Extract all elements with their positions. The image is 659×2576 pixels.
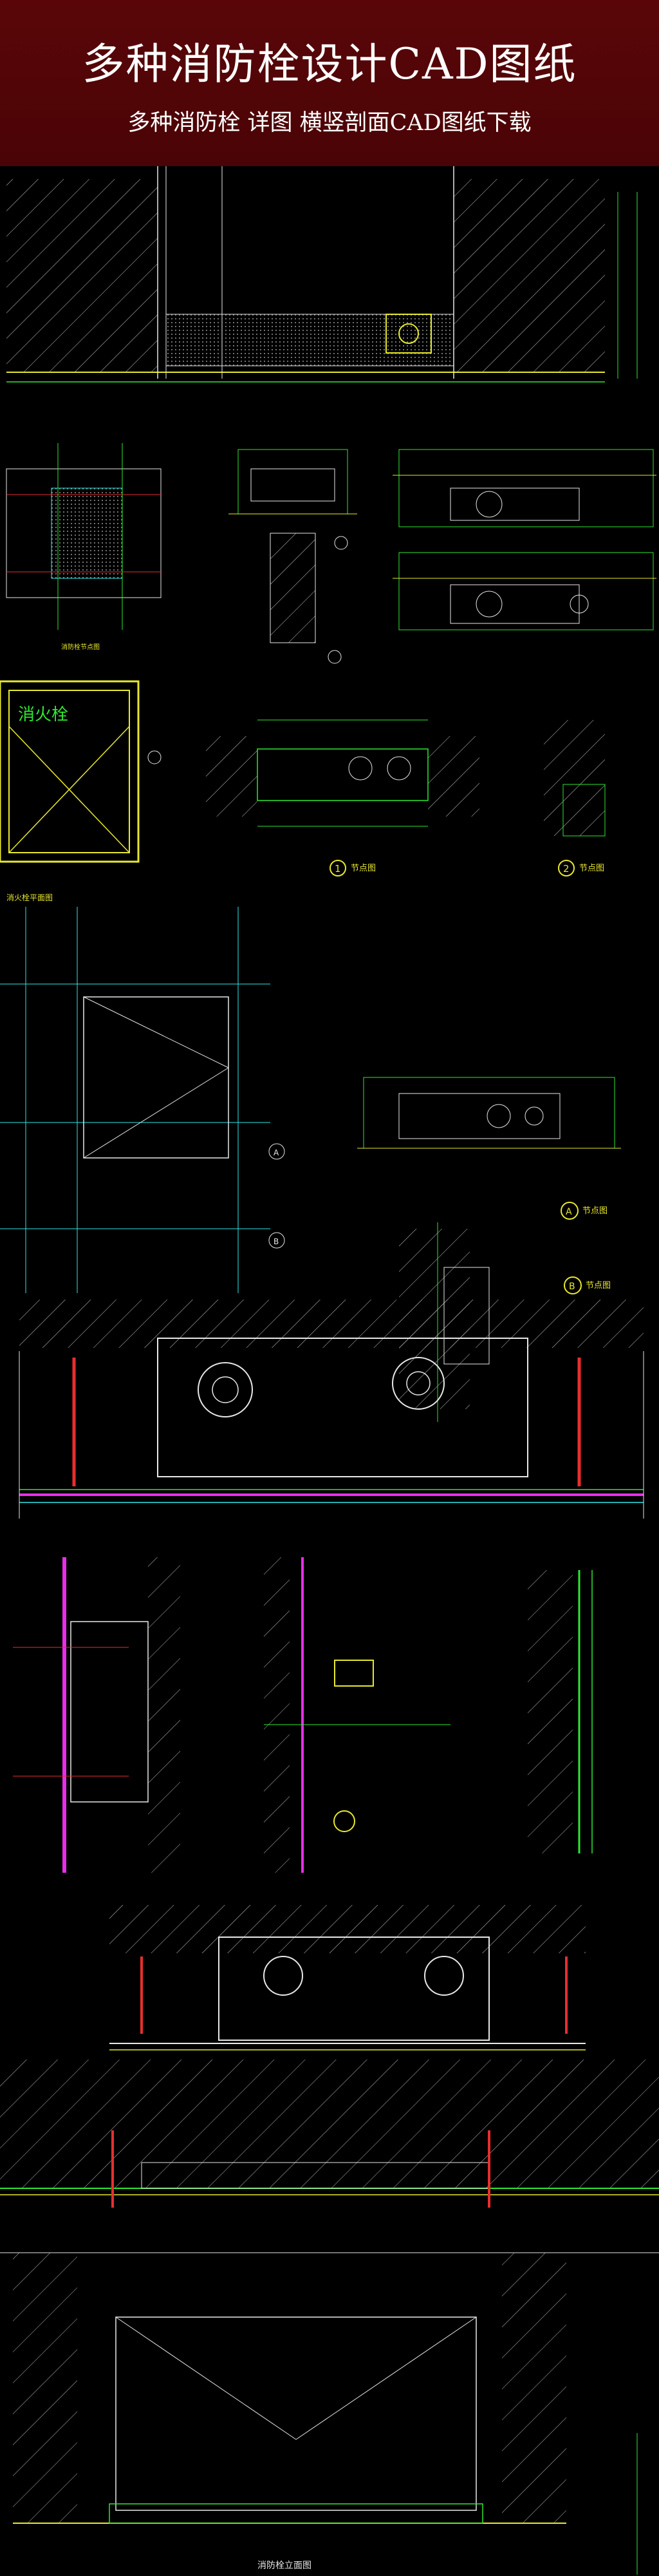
node-caption-b: 节点图 xyxy=(586,1281,611,1291)
vertical-note: 以工地尺寸为准 xyxy=(634,231,659,321)
mark-a-node: A xyxy=(566,1207,572,1217)
mark-b-node: B xyxy=(569,1282,575,1292)
section-horizontal-detail: B 节点图 xyxy=(19,1276,644,1519)
plan-caption: 消火栓平面图 xyxy=(6,893,53,902)
section-lower-horizontal xyxy=(0,2060,659,2253)
node-caption-1: 节点图 xyxy=(351,864,376,873)
section-hydrant-elevation: 消火栓 1 节点图 2 节点图 xyxy=(0,680,606,876)
mark-a-plan: A xyxy=(274,1148,279,1157)
section-vertical-details xyxy=(13,1557,593,1873)
mark-a-small xyxy=(334,536,348,550)
bottom-caption: 消防栓立面图 xyxy=(257,2561,311,2571)
page-title: 多种消防栓设计CAD图纸 xyxy=(82,39,577,89)
mark-1: 1 xyxy=(335,863,341,875)
page-subtitle: 多种消防栓 详图 横竖剖面CAD图纸下载 xyxy=(127,110,532,136)
cad-drawing-canvas: 以工地尺寸为准 消防栓节点图 消火栓 xyxy=(0,166,659,2575)
mark-b-plan: B xyxy=(274,1237,279,1246)
mark-2: 2 xyxy=(563,863,570,875)
section-mid-horizontal xyxy=(109,1905,586,2050)
hydrant-box-text: 消火栓 xyxy=(18,705,68,724)
section-bottom-elevation: 消防栓立面图 xyxy=(13,2253,638,2575)
node-caption-2: 节点图 xyxy=(579,864,604,873)
node-caption-a: 节点图 xyxy=(582,1206,608,1216)
small-caption: 消防栓节点图 xyxy=(61,643,100,651)
section-top-detail: 以工地尺寸为准 xyxy=(6,166,659,383)
section-small-details: 消防栓节点图 xyxy=(6,443,656,664)
page-header: 多种消防栓设计CAD图纸 多种消防栓 详图 横竖剖面CAD图纸下载 xyxy=(0,0,659,166)
mark-b-small xyxy=(328,650,342,664)
